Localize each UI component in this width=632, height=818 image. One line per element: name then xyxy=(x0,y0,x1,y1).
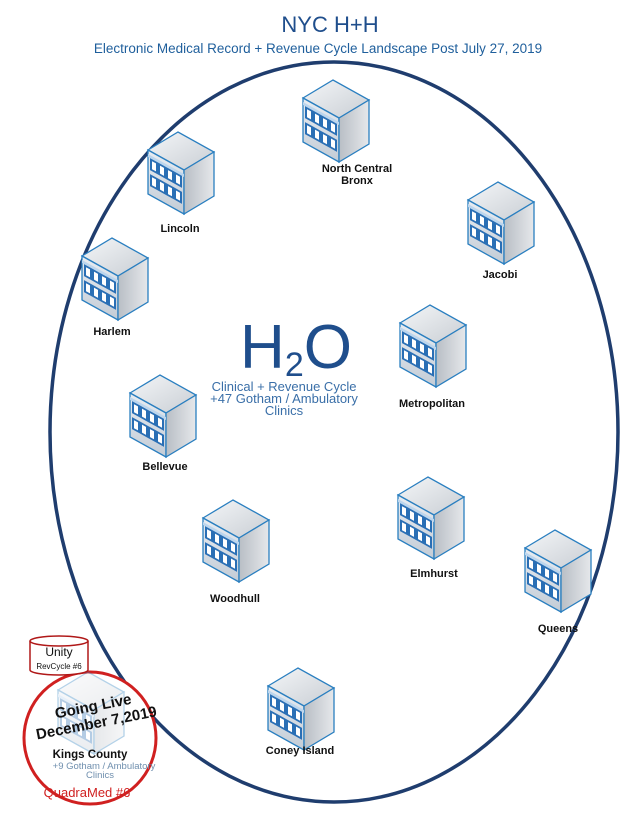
hospital-harlem: Harlem xyxy=(81,237,149,338)
building-icon xyxy=(399,304,467,388)
h2o-line-2: +47 Gotham / Ambulatory xyxy=(210,391,358,406)
hospital-queens: Queens xyxy=(524,529,592,635)
kings-clinics-line-1: +9 Gotham / Ambulatory xyxy=(53,761,156,772)
h2o-line-1: Clinical + Revenue Cycle xyxy=(212,379,357,394)
hospital-coney-island: Coney Island xyxy=(266,667,335,757)
quadramed-label: QuadraMed #6 xyxy=(44,785,131,800)
kings-clinics-line-2: Clinics xyxy=(86,770,114,781)
revcycle-label: RevCycle #6 xyxy=(36,662,82,671)
building-icon xyxy=(524,529,592,613)
hospital-label: Harlem xyxy=(93,326,131,338)
kings-county-label: Kings County xyxy=(53,749,128,761)
building-icon xyxy=(147,131,215,215)
page-title: NYC H+H xyxy=(281,12,378,37)
hospital-metropolitan: Metropolitan xyxy=(399,304,467,410)
unity-label: Unity xyxy=(45,645,72,659)
hospital-elmhurst: Elmhurst xyxy=(397,476,465,580)
hospital-bellevue: Bellevue xyxy=(129,374,197,473)
building-icon xyxy=(202,499,270,583)
hospital-lincoln: Lincoln xyxy=(147,131,215,235)
hospital-label: Bellevue xyxy=(142,461,187,473)
hospital-label: Woodhull xyxy=(210,593,260,605)
hospital-label: North Central xyxy=(322,163,392,175)
kings-county-group: Going Live December 7,2019 Kings County … xyxy=(22,635,158,806)
page-subtitle: Electronic Medical Record + Revenue Cycl… xyxy=(94,41,542,56)
building-icon xyxy=(397,476,465,560)
hospital-woodhull: Woodhull xyxy=(202,499,270,605)
building-icon xyxy=(267,667,335,751)
hospital-jacobi: Jacobi xyxy=(467,181,535,281)
h2o-boundary-ellipse xyxy=(48,60,620,804)
building-icon xyxy=(129,374,197,458)
hospital-label: Elmhurst xyxy=(410,568,458,580)
hospital-label: Metropolitan xyxy=(399,398,465,410)
hospital-label: Coney Island xyxy=(266,745,334,757)
building-icon xyxy=(467,181,535,265)
hospital-label: Lincoln xyxy=(160,223,199,235)
hospital-group: North CentralBronxLincolnJacobiHarlemMet… xyxy=(81,79,592,757)
building-icon xyxy=(302,79,370,163)
hospital-label: Jacobi xyxy=(483,269,518,281)
h2o-title: H2O xyxy=(240,313,352,384)
hospital-label-line-2: Bronx xyxy=(341,175,374,187)
unity-database-icon: Unity RevCycle #6 xyxy=(29,635,89,676)
hospital-label: Queens xyxy=(538,623,578,635)
building-icon xyxy=(81,237,149,321)
h2o-line-3: Clinics xyxy=(265,403,304,418)
